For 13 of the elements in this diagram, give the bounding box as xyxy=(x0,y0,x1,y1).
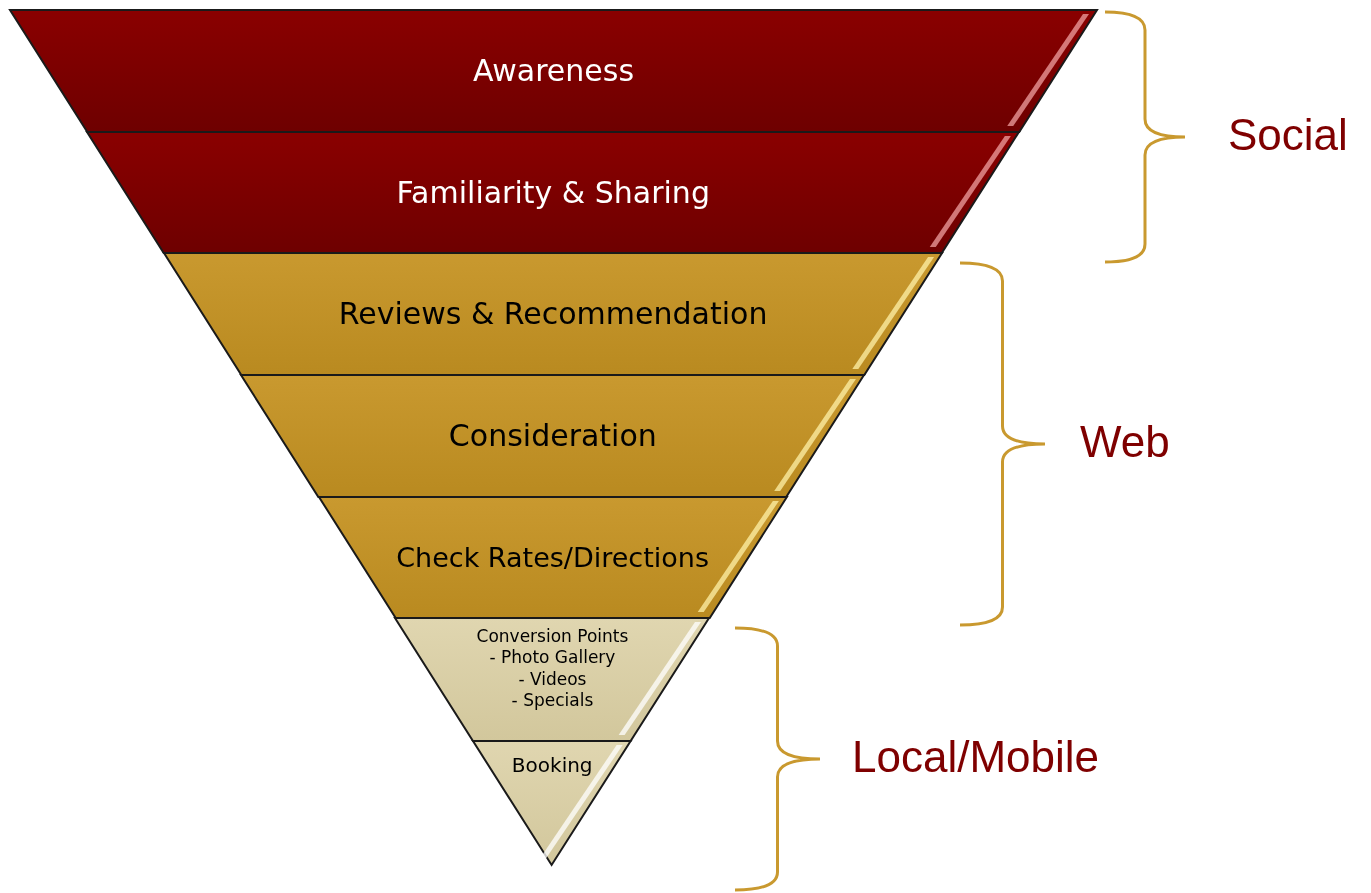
group-label: Local/Mobile xyxy=(852,732,1100,782)
band-label: Booking xyxy=(511,753,593,778)
band-label: Conversion Points xyxy=(476,626,629,648)
band-label: - Specials xyxy=(511,689,594,711)
band-label: Reviews & Recommendation xyxy=(338,295,768,333)
band-label: Familiarity & Sharing xyxy=(396,173,710,212)
band-label: Awareness xyxy=(472,52,635,90)
band-label: Check Rates/Directions xyxy=(396,540,709,575)
group-label: Social xyxy=(1228,110,1348,160)
band-label: - Photo Gallery xyxy=(489,647,616,669)
band-label: - Videos xyxy=(518,668,587,690)
band-label: Consideration xyxy=(448,417,657,455)
group-label: Web xyxy=(1080,417,1170,467)
